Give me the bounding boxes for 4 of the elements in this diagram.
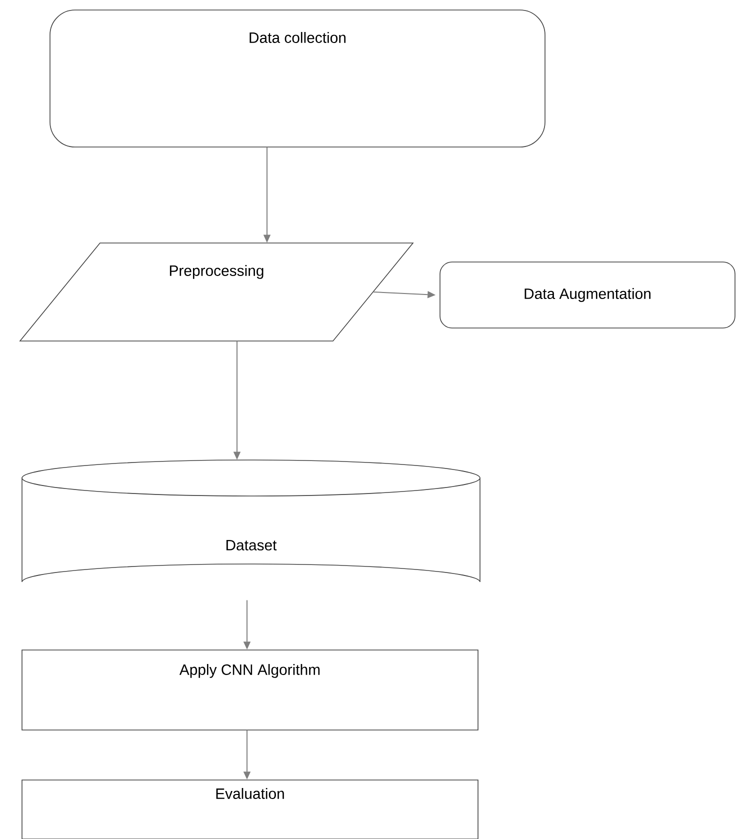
process-box: Apply CNN Algorithm	[22, 650, 478, 730]
process-box: Data collection	[50, 10, 546, 148]
process-box: Evaluation	[22, 780, 478, 839]
process-box: Data Augmentation	[440, 262, 736, 328]
